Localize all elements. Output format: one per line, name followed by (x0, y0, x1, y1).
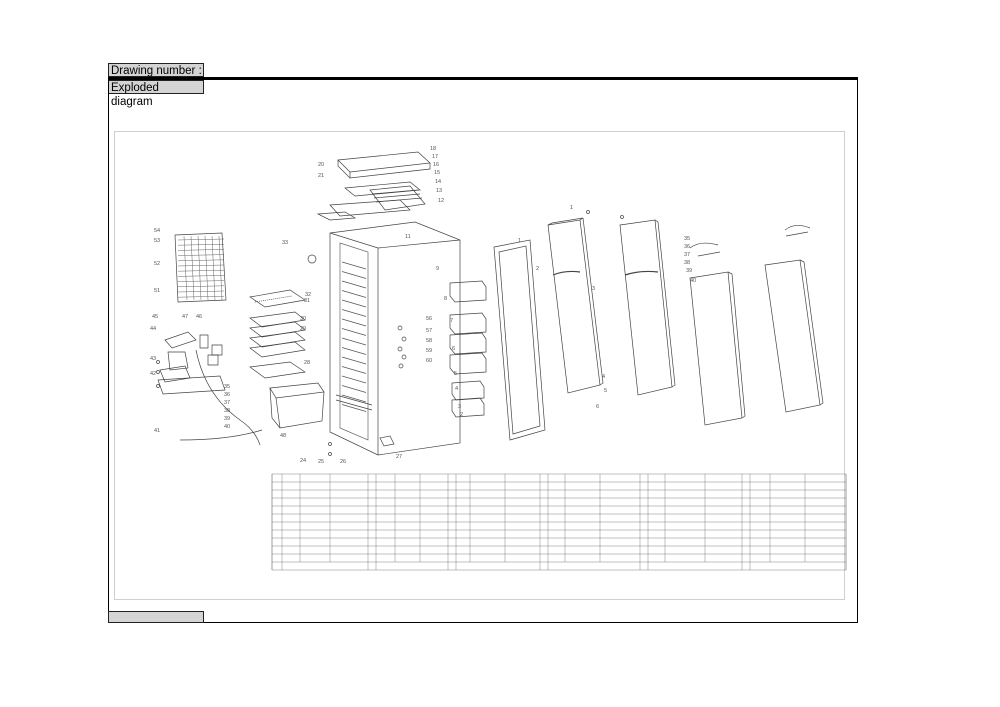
part-number-label: 38 (224, 408, 230, 414)
door-bins (449, 280, 487, 418)
part-number-label: 59 (426, 348, 432, 354)
part-number-label: 16 (433, 162, 439, 168)
part-number-label: 29 (300, 326, 306, 332)
top-lid-assembly (316, 151, 431, 221)
part-number-label: 53 (154, 238, 160, 244)
part-number-label: 36 (684, 244, 690, 250)
part-number-label: 58 (426, 338, 432, 344)
part-number-label: 48 (280, 433, 286, 439)
parts-table (271, 473, 847, 571)
part-number-label: 7 (450, 318, 453, 324)
part-number-label: 47 (182, 314, 188, 320)
part-number-label: 1 (570, 205, 573, 211)
part-number-label: 52 (154, 261, 160, 267)
part-number-label: 4 (602, 374, 605, 380)
part-number-label: 1 (518, 238, 521, 244)
part-number-label: 33 (282, 240, 288, 246)
small-parts (307, 254, 407, 456)
part-number-label: 57 (426, 328, 432, 334)
part-number-label: 35 (684, 236, 690, 242)
part-number-label: 17 (432, 154, 438, 160)
crisper-drawer (269, 382, 325, 429)
part-number-label: 46 (196, 314, 202, 320)
part-number-label: 5 (454, 371, 457, 377)
door-1 (547, 210, 604, 394)
part-number-label: 44 (150, 326, 156, 332)
part-number-label: 37 (224, 400, 230, 406)
part-number-label: 60 (426, 358, 432, 364)
part-number-label: 38 (684, 260, 690, 266)
part-number-label: 21 (318, 173, 324, 179)
drawing-number-label: Drawing number : (108, 63, 204, 77)
part-number-label: 27 (396, 454, 402, 460)
glass-shelves (249, 289, 306, 379)
part-number-label: 26 (340, 459, 346, 465)
part-number-label: 28 (304, 360, 310, 366)
part-number-label: 9 (436, 266, 439, 272)
part-number-label: 5 (604, 388, 607, 394)
part-number-label: 6 (452, 346, 455, 352)
part-number-label: 2 (460, 412, 463, 418)
part-number-label: 12 (438, 198, 444, 204)
part-number-label: 40 (224, 424, 230, 430)
part-number-label: 36 (224, 392, 230, 398)
part-number-label: 4 (455, 386, 458, 392)
header-rule (108, 77, 858, 80)
part-number-label: 42 (150, 371, 156, 377)
part-number-label: 18 (430, 146, 436, 152)
drawing-sheet (108, 79, 858, 623)
part-number-label: 11 (405, 234, 411, 240)
part-number-label: 15 (434, 170, 440, 176)
part-number-label: 43 (150, 356, 156, 362)
exploded-diagram-label: Exploded diagram (108, 80, 204, 108)
part-number-label: 31 (304, 298, 310, 304)
door-2 (619, 215, 676, 396)
part-number-label: 30 (300, 316, 306, 322)
part-number-label: 6 (596, 404, 599, 410)
part-number-label: 8 (444, 296, 447, 302)
door-gasket (493, 239, 546, 441)
part-number-label: 54 (154, 228, 160, 234)
part-number-label: 51 (154, 288, 160, 294)
part-number-label: 13 (436, 188, 442, 194)
part-number-label: 37 (684, 252, 690, 258)
part-number-label: 3 (592, 286, 595, 292)
door-3 (689, 242, 746, 426)
part-labels: 1817161514131220211154535251333231302928… (150, 146, 696, 465)
cabinet (329, 221, 461, 456)
footer-cell (108, 611, 204, 623)
part-number-label: 3 (458, 404, 461, 410)
part-number-label: 35 (224, 384, 230, 390)
drawing-area (114, 131, 845, 600)
part-number-label: 14 (435, 179, 441, 185)
part-number-label: 39 (686, 268, 692, 274)
door-4 (764, 225, 824, 413)
part-number-label: 25 (318, 459, 324, 465)
part-number-label: 39 (224, 416, 230, 422)
part-number-label: 56 (426, 316, 432, 322)
part-number-label: 41 (154, 428, 160, 434)
condenser-coil (174, 232, 227, 303)
part-number-label: 2 (536, 266, 539, 272)
part-number-label: 40 (690, 278, 696, 284)
compressor-group (156, 331, 263, 446)
part-number-label: 32 (305, 292, 311, 298)
part-number-label: 20 (318, 162, 324, 168)
part-number-label: 45 (152, 314, 158, 320)
part-number-label: 24 (300, 458, 306, 464)
